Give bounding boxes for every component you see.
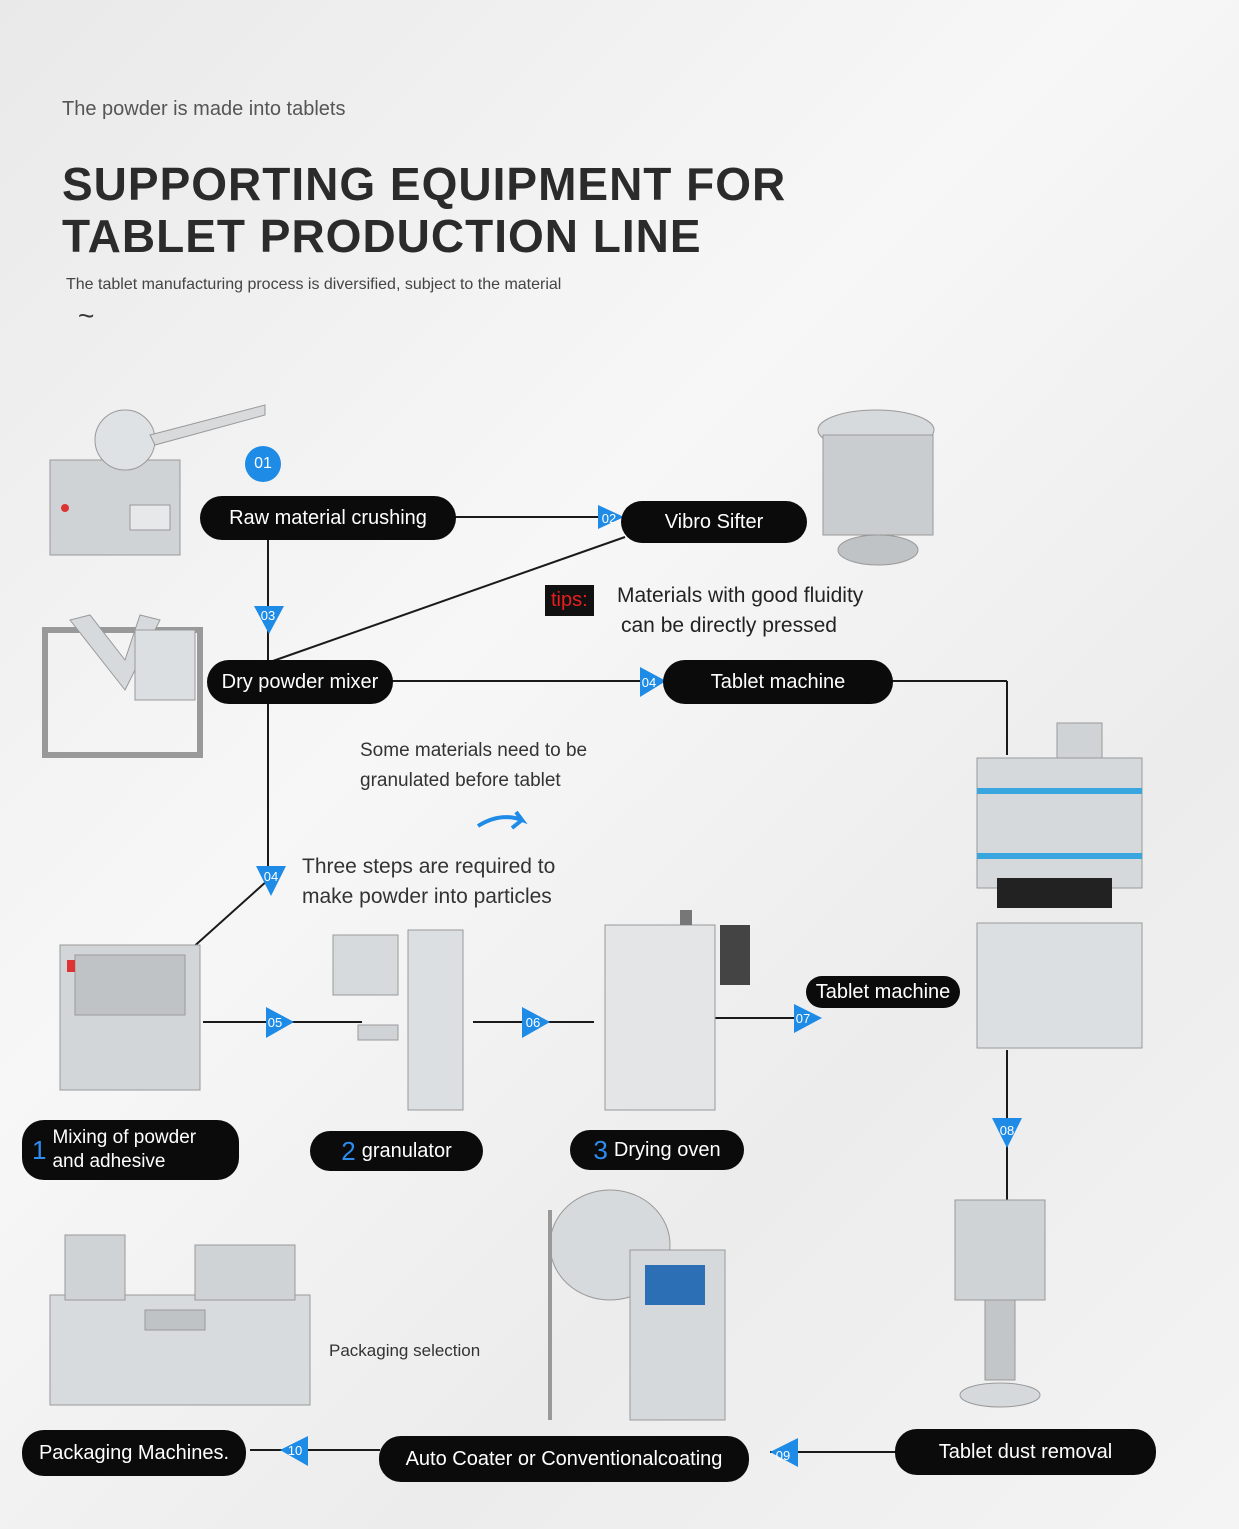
step-06-number: 06 [525,1014,541,1030]
curved-arrow-icon [476,810,528,830]
node-raw-material-crushing: Raw material crushing [200,496,456,540]
title-line-1: SUPPORTING EQUIPMENT FOR [62,158,787,210]
mixing-label-line-1: Mixing of powder [52,1127,197,1148]
step-04-number-right: 04 [641,674,657,690]
node-granulator: 2 granulator [310,1131,483,1171]
note-granulate-line-1: Some materials need to be [360,740,588,761]
mixing-step-number: 1 [32,1134,47,1165]
node-tablet-dust-removal: Tablet dust removal [895,1429,1156,1475]
arrow-03 [254,606,284,634]
note-granulate-line-2: granulated before tablet [360,770,561,791]
kicker-text: The powder is made into tablets [62,98,346,120]
subtitle: The tablet manufacturing process is dive… [66,276,562,293]
tilde-decoration: ~ [78,300,95,331]
step-03-number: 03 [260,607,276,623]
rotary-tablet-press-image [976,722,1143,1049]
node-tablet-machine-top: Tablet machine [663,660,893,704]
granulator-step-number: 2 [341,1135,356,1166]
drying-label: Drying oven [613,1138,721,1161]
mixing-label: Mixing of powder and adhesive [52,1126,196,1174]
note-three-steps-line-2: make powder into particles [302,885,552,908]
step-07-number: 07 [795,1010,811,1026]
granulator-label: granulator [361,1139,452,1162]
drying-step-number: 3 [593,1134,608,1165]
arrow-04-down [256,866,286,896]
node-packaging-machines: Packaging Machines. [22,1430,246,1476]
vibro-sifter-image [817,409,935,566]
title-line-2: TABLET PRODUCTION LINE [62,210,702,262]
arrow-04-right [640,667,666,697]
mixing-machine-image [59,944,201,1091]
arrow-10 [280,1436,308,1466]
note-packaging-selection: Packaging selection [329,1341,481,1360]
node-vibro-sifter: Vibro Sifter [621,501,807,543]
step-09-number: 09 [775,1447,791,1463]
step-04-number-down: 04 [263,868,279,884]
arrow-09 [770,1438,798,1467]
note-three-steps-line-1: Three steps are required to [302,855,556,878]
arrow-06 [522,1007,550,1038]
note-granulate: Some materials need to be granulated bef… [360,736,587,796]
tips-line-1: Materials with good fluidity [617,584,864,607]
dust-remover-image [954,1199,1046,1408]
node-coater: Auto Coater or Conventionalcoating [379,1436,749,1482]
tips-label: tips: [545,585,594,616]
mixing-label-line-2: and adhesive [52,1151,166,1172]
step-10-number: 10 [287,1442,303,1458]
step-02-number: 02 [601,510,617,526]
drying-oven-image [604,910,750,1111]
step-01-number: 01 [254,455,272,472]
arrow-02 [598,505,624,529]
tips-text: Materials with good fluidity can be dire… [617,581,863,641]
node-dry-powder-mixer: Dry powder mixer [207,660,393,704]
granulator-machine-image [332,929,464,1111]
coating-machine-image [548,1189,726,1421]
node-mixing-powder-adhesive: 1 Mixing of powder and adhesive [22,1120,239,1180]
node-drying-oven: 3 Drying oven [570,1130,744,1170]
note-three-steps: Three steps are required to make powder … [302,852,555,912]
arrow-08 [992,1118,1022,1148]
page-title: SUPPORTING EQUIPMENT FOR TABLET PRODUCTI… [62,158,786,262]
v-mixer-machine-image [42,614,203,758]
step-05-number: 05 [267,1014,283,1030]
arrow-07 [794,1004,822,1033]
blister-packaging-machine-image [49,1234,311,1406]
crusher-machine-image [49,404,266,556]
tips-line-2: can be directly pressed [621,614,837,637]
step-08-number: 08 [999,1122,1015,1138]
step-01-circle [245,446,281,482]
node-tablet-machine-mid: Tablet machine [806,976,960,1008]
arrow-05 [266,1007,294,1038]
